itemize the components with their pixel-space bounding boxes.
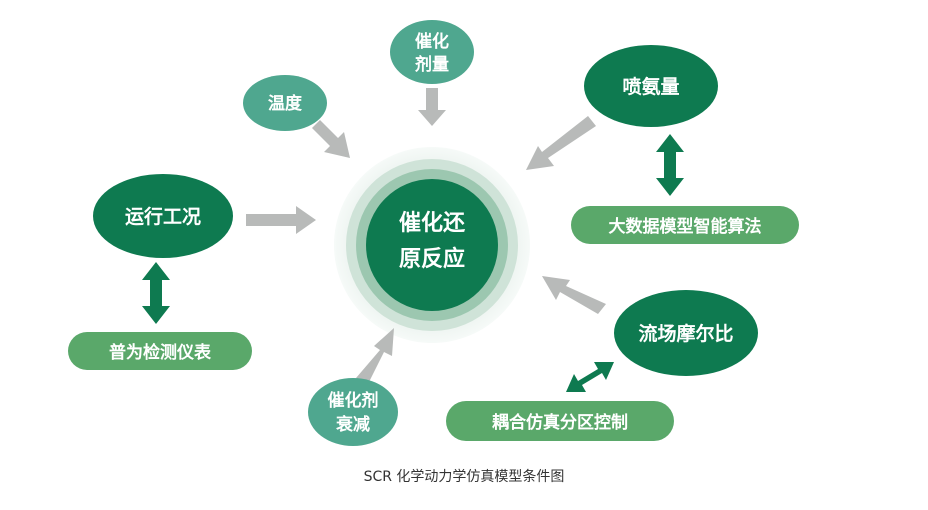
arrow-catalyst-decay [356, 328, 394, 384]
node-flow-mole-ratio-label: 流场摩尔比 [638, 322, 733, 345]
double-arrow-flow-coupled [566, 362, 614, 392]
node-operating-condition-shape [93, 174, 233, 258]
node-catalyst-decay-line1: 催化剂 [328, 390, 379, 411]
node-catalyst-dose-line2: 剂量 [415, 54, 449, 75]
node-temperature-label: 温度 [268, 93, 303, 114]
node-operating-condition: 运行工况 [93, 174, 233, 258]
node-common-instruments-label: 普为检测仪表 [109, 342, 212, 363]
center-label-line1: 催化还 [399, 210, 466, 236]
node-flow-mole-ratio-shape [614, 290, 758, 376]
node-operating-condition-label: 运行工况 [125, 205, 201, 228]
node-big-data-algorithm-shape [571, 206, 799, 244]
node-coupled-simulation: 耦合仿真分区控制 [446, 401, 674, 441]
arrow-ammonia [526, 116, 596, 170]
node-common-instruments: 普为检测仪表 [68, 332, 252, 370]
double-arrow-ammonia-algorithm [656, 134, 684, 196]
arrow-catalyst-dose [418, 88, 446, 126]
node-catalyst-dose-line1: 催化 [415, 31, 449, 52]
node-catalyst-dose: 催化 剂量 [390, 20, 474, 84]
arrow-operating-condition [246, 206, 316, 234]
node-big-data-algorithm-label: 大数据模型智能算法 [609, 216, 762, 237]
center-reaction-node: 催化还 原反应 [334, 147, 530, 343]
node-ammonia-injection-shape [584, 45, 718, 127]
node-coupled-simulation-shape [446, 401, 674, 441]
center-core [366, 179, 498, 311]
node-catalyst-decay: 催化剂 衰减 [308, 378, 398, 446]
node-common-instruments-shape [68, 332, 252, 370]
gray-arrows [246, 88, 606, 384]
node-catalyst-decay-line2: 衰减 [335, 414, 370, 435]
double-arrow-condition-instruments [142, 262, 170, 324]
node-coupled-simulation-label: 耦合仿真分区控制 [492, 412, 628, 433]
green-double-arrows [142, 134, 684, 392]
node-ammonia-injection: 喷氨量 [584, 45, 718, 127]
diagram-canvas: 催化还 原反应 催化 剂量 温度 喷氨量 大数据模型智能算法 [68, 20, 799, 446]
node-temperature-shape [243, 75, 327, 131]
arrow-flow-mole-ratio [542, 276, 606, 314]
node-ammonia-injection-label: 喷氨量 [622, 75, 679, 98]
node-big-data-algorithm: 大数据模型智能算法 [571, 206, 799, 244]
node-catalyst-decay-shape [308, 378, 398, 446]
node-catalyst-dose-shape [390, 20, 474, 84]
node-flow-mole-ratio: 流场摩尔比 [614, 290, 758, 376]
node-temperature: 温度 [243, 75, 327, 131]
figure-caption: SCR 化学动力学仿真模型条件图 [363, 469, 565, 485]
arrow-temperature [312, 120, 350, 158]
center-label-line2: 原反应 [399, 246, 465, 272]
